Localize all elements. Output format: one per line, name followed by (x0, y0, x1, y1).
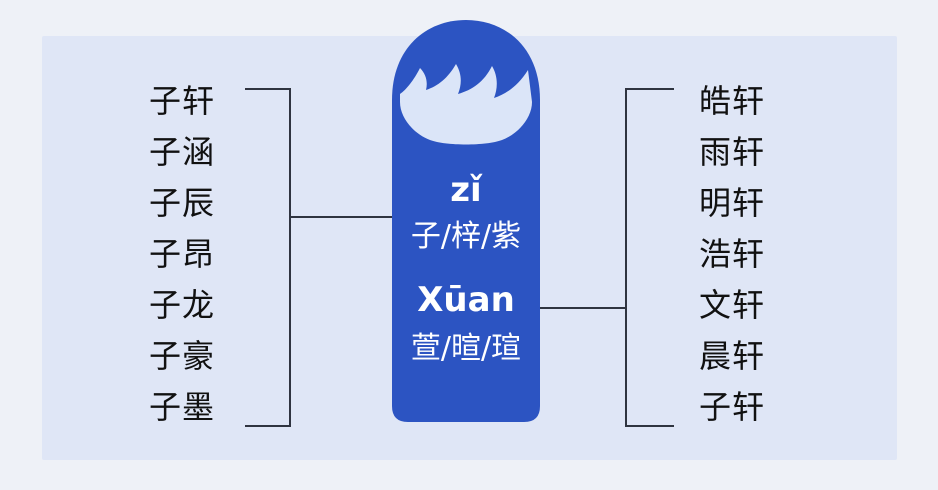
left-name-item: 子辰 (149, 184, 216, 222)
right-bracket (625, 88, 674, 427)
second-char-options: 萱/暄/瑄 (410, 331, 522, 366)
right-name-item: 雨轩 (699, 133, 766, 171)
right-name-item: 明轩 (699, 184, 766, 222)
child-head-tag (392, 20, 540, 422)
left-name-item: 子豪 (149, 337, 216, 375)
left-bracket (245, 88, 291, 427)
left-name-list: 子轩 子涵 子辰 子昂 子龙 子豪 子墨 (149, 76, 215, 433)
first-char-options: 子/梓/紫 (410, 219, 522, 254)
left-name-item: 子龙 (149, 286, 216, 324)
left-name-item: 子涵 (149, 133, 216, 171)
left-name-item: 子昂 (149, 235, 216, 273)
face-icon (400, 64, 532, 145)
left-name-item: 子墨 (149, 388, 216, 426)
right-name-item: 浩轩 (699, 235, 766, 273)
first-char-pinyin: zǐ (450, 170, 482, 210)
right-name-item: 文轩 (699, 286, 766, 324)
second-char-pinyin: Xūan (417, 280, 515, 320)
right-name-list: 皓轩 雨轩 明轩 浩轩 文轩 晨轩 子轩 (699, 76, 765, 433)
right-name-item: 皓轩 (699, 82, 766, 120)
left-name-item: 子轩 (149, 82, 216, 120)
right-name-item: 晨轩 (699, 337, 766, 375)
right-name-item: 子轩 (699, 388, 766, 426)
